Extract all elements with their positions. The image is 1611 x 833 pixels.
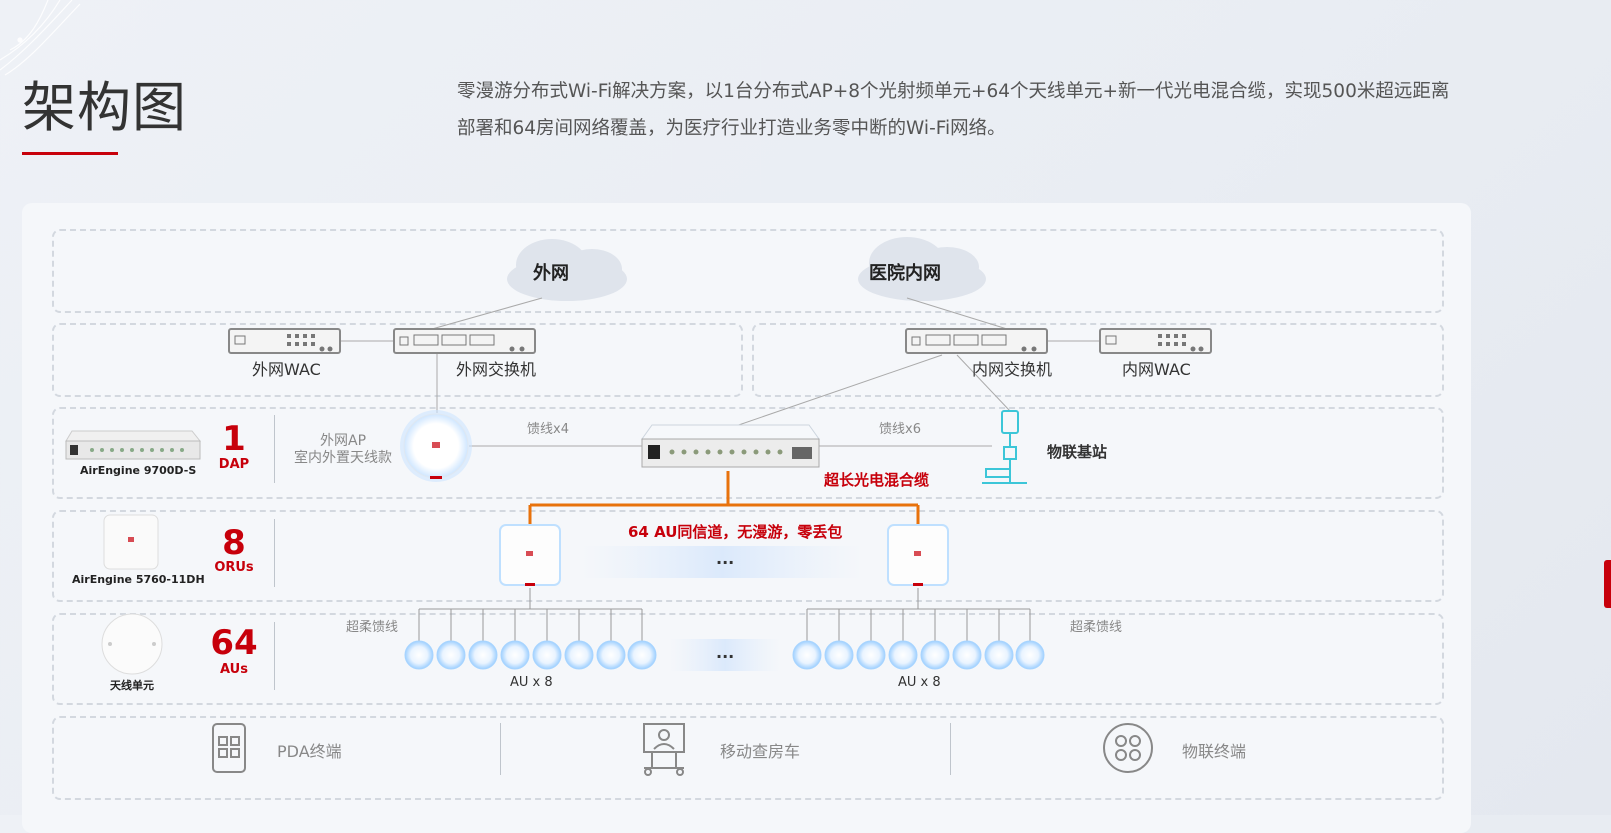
- terminal-divider-1: [500, 723, 501, 775]
- iot-terminal-label: 物联终端: [1182, 742, 1247, 761]
- feeder-right-label: 馈线x6: [879, 422, 921, 437]
- au-ellipsis: ...: [716, 643, 735, 662]
- ext-ap-label-line1: 外网AP: [320, 433, 367, 449]
- flex-feeder-right-label: 超柔馈线: [1070, 620, 1123, 635]
- au-group-right: [792, 609, 1045, 670]
- cart-terminal-icon: [643, 723, 685, 776]
- tier-dap: [52, 407, 1444, 499]
- tier-external-network: [52, 323, 743, 397]
- au-model-image: [101, 613, 163, 675]
- iot-station-label: 物联基站: [1047, 443, 1108, 461]
- oru-device-left: [499, 524, 561, 586]
- ext-wac-label: 外网WAC: [252, 360, 321, 379]
- hospital-intranet-cloud: 医院内网: [869, 263, 941, 284]
- flex-feeder-left-label: 超柔馈线: [346, 620, 399, 635]
- ext-switch-label: 外网交换机: [456, 360, 537, 379]
- iot-terminal-icon: [1103, 723, 1153, 773]
- hybrid-cable-label: 超长光电混合缆: [824, 471, 930, 489]
- external-ap-device: [400, 410, 472, 482]
- architecture-card: 外网 医院内网 外网WAC 外网交换机 内网交换机 内网WAC AirEngin…: [22, 203, 1471, 833]
- page-title: 架构图: [22, 76, 187, 139]
- topology-lines: [65, 237, 1212, 776]
- side-marker: [1604, 560, 1611, 608]
- oru-device-right: [887, 524, 949, 586]
- ext-ap-label-line2: 室内外置天线款: [294, 450, 392, 466]
- int-switch-label: 内网交换机: [972, 360, 1053, 379]
- internal-cloud-shape: [858, 237, 986, 301]
- tier-internal-network: [752, 323, 1444, 397]
- dap-device: [641, 424, 820, 468]
- external-cloud-shape: [507, 239, 627, 301]
- int-switch-device: [905, 328, 1048, 354]
- iot-base-station-icon: [982, 410, 1027, 484]
- external-network-cloud: 外网: [533, 263, 569, 284]
- dap-model-name: AirEngine 9700D-S: [80, 464, 197, 477]
- au-unit: AUs: [220, 662, 248, 677]
- hybrid-cable: [528, 471, 920, 525]
- pda-terminal-label: PDA终端: [277, 742, 342, 761]
- dap-model-image: [65, 430, 202, 460]
- ext-switch-device: [393, 328, 536, 354]
- corner-decoration: [0, 0, 81, 76]
- terminal-divider-2: [950, 723, 951, 775]
- au-count: 64: [210, 623, 258, 663]
- pda-terminal-icon: [212, 723, 246, 773]
- ext-wac-device: [228, 328, 341, 354]
- int-wac-device: [1099, 328, 1212, 354]
- dap-count: 1: [222, 419, 246, 459]
- tier-cloud: [52, 229, 1444, 313]
- oru-model-name: AirEngine 5760-11DH: [72, 573, 205, 586]
- title-underline: [22, 152, 118, 155]
- solution-description: 零漫游分布式Wi-Fi解决方案，以1台分布式AP+8个光射频单元+64个天线单元…: [457, 81, 1450, 139]
- cart-terminal-label: 移动查房车: [720, 742, 801, 761]
- oru-model-image: [103, 514, 159, 570]
- au-group-right-label: AU x 8: [898, 675, 941, 690]
- tier-au: [52, 613, 1444, 705]
- au-divider: [274, 622, 275, 690]
- same-channel-banner: 64 AU同信道，无漫游，零丢包: [628, 523, 843, 541]
- dap-unit: DAP: [218, 457, 250, 472]
- int-wac-label: 内网WAC: [1122, 360, 1191, 379]
- tier-terminals: [52, 716, 1444, 800]
- au-group-left-label: AU x 8: [510, 675, 553, 690]
- au-model-name: 天线单元: [110, 679, 154, 692]
- oru-divider: [274, 519, 275, 587]
- oru-ellipsis: ...: [716, 549, 735, 568]
- oru-count: 8: [222, 523, 246, 563]
- oru-unit: ORUs: [214, 560, 254, 575]
- tier-oru: [52, 510, 1444, 602]
- dap-divider: [274, 415, 275, 483]
- feeder-left-label: 馈线x4: [527, 422, 569, 437]
- au-group-left: [404, 609, 657, 670]
